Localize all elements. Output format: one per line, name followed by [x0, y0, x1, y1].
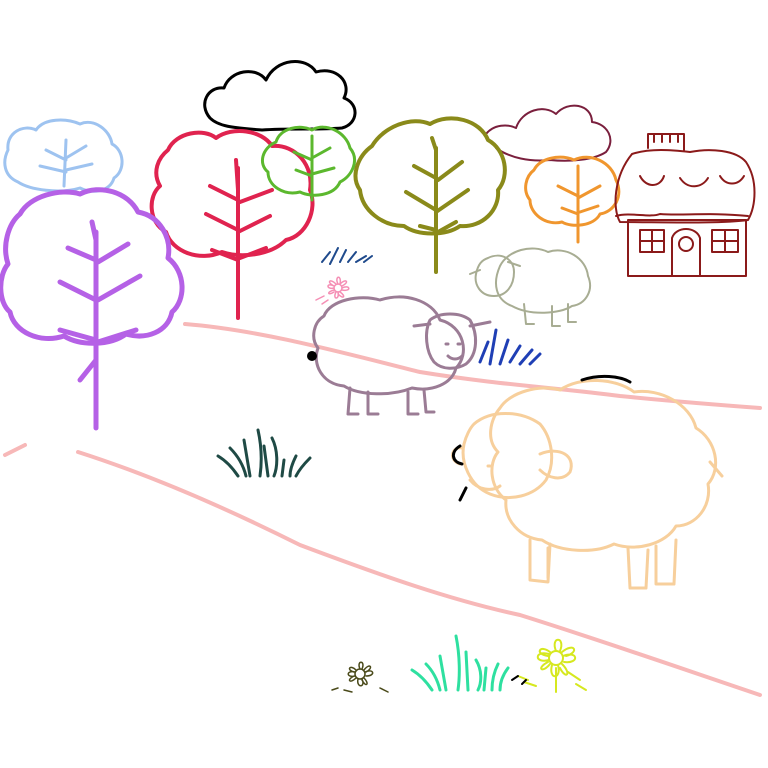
sheep-front-shadow — [452, 374, 632, 502]
grass-clump-navy — [321, 247, 373, 265]
flower-yellow — [517, 638, 587, 693]
sheep-back — [469, 247, 591, 327]
sheep-middle-tail — [307, 351, 317, 361]
grass-tuft-black — [511, 675, 527, 685]
flower-olive — [331, 661, 389, 693]
tree-lightblue — [3, 118, 124, 193]
tree-crimson — [149, 129, 315, 320]
cloud-maroon — [485, 104, 612, 162]
cloud-black — [203, 60, 357, 132]
sheep-middle — [312, 295, 492, 416]
grass-clump-darkteal — [216, 428, 312, 478]
meadow-path — [3, 322, 762, 697]
tree-green — [260, 125, 356, 202]
grass-clump-blue — [478, 328, 542, 366]
cottage — [614, 133, 756, 277]
flower-pink — [315, 276, 350, 305]
tree-orange — [524, 155, 621, 244]
sheep-front — [451, 379, 724, 590]
grass-clump-mint — [410, 634, 510, 692]
tree-olive — [353, 116, 507, 274]
tree-purple — [0, 187, 185, 431]
